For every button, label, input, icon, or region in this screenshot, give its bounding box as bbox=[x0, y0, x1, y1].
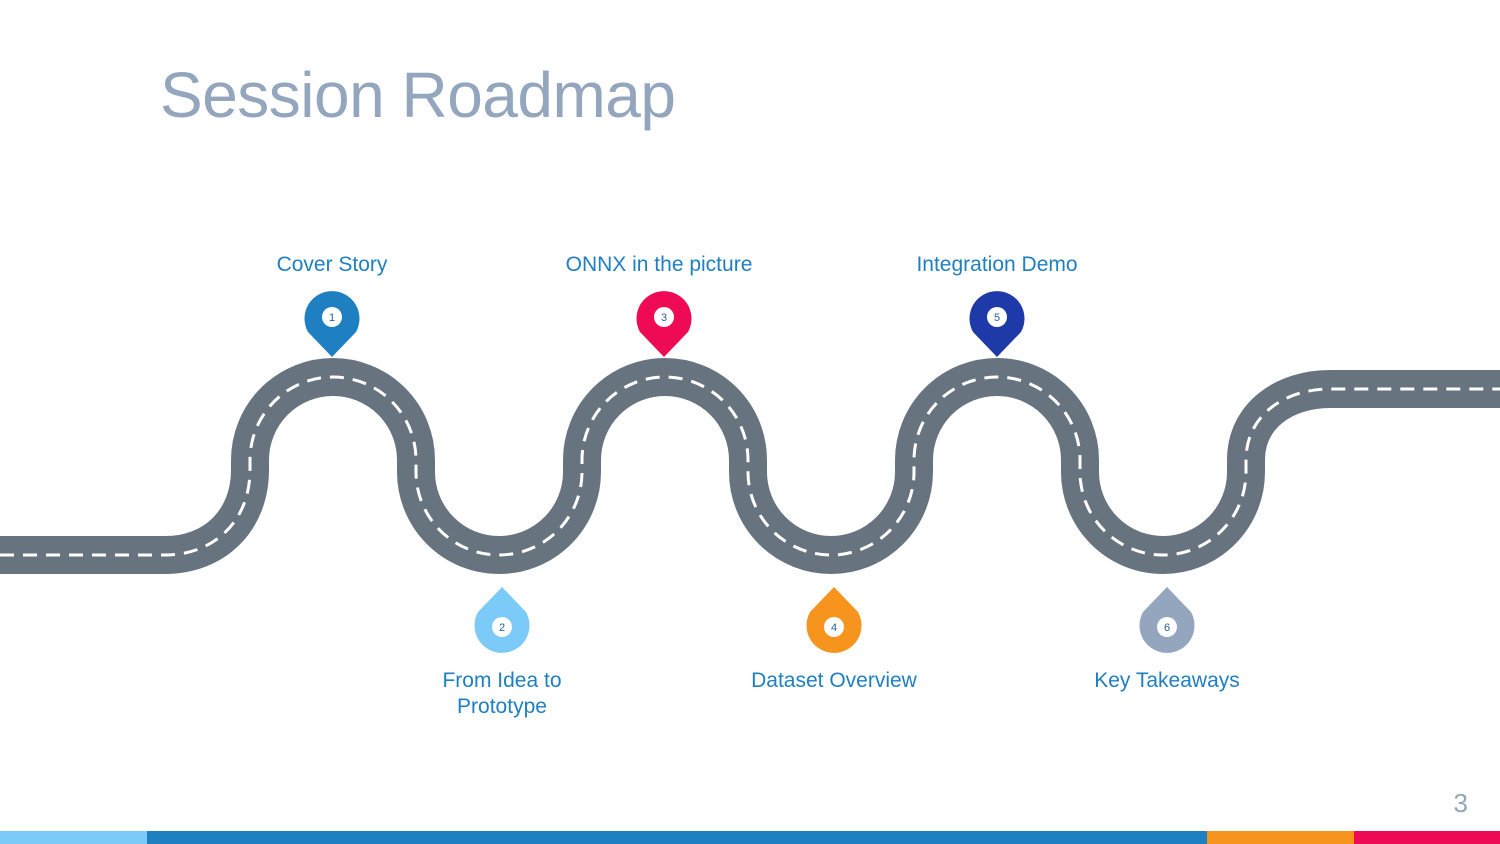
pin-number: 3 bbox=[661, 312, 667, 324]
pin-badge bbox=[322, 307, 342, 327]
pin-badge bbox=[654, 307, 674, 327]
pin-badge bbox=[492, 617, 512, 637]
milestone-label-4: Dataset Overview bbox=[751, 669, 917, 692]
pin-badge bbox=[987, 307, 1007, 327]
milestone-label-2: From Idea to Prototype bbox=[442, 669, 562, 718]
road bbox=[0, 358, 1500, 574]
footer-bar-segment bbox=[147, 831, 1207, 844]
page-title: Session Roadmap bbox=[160, 59, 676, 131]
milestone-pin-5: 5 bbox=[969, 291, 1025, 357]
footer-bar-segment bbox=[1207, 831, 1354, 844]
pin-number: 2 bbox=[499, 622, 505, 634]
milestone-label-5: Integration Demo bbox=[916, 253, 1078, 276]
footer-bar-segment bbox=[0, 831, 147, 844]
pin-badge bbox=[824, 617, 844, 637]
milestone-pin-4: 4 bbox=[806, 587, 862, 653]
pin-number: 4 bbox=[831, 622, 837, 634]
pin-badge bbox=[1157, 617, 1177, 637]
pin-number: 5 bbox=[994, 312, 1000, 324]
milestone-pin-1: 1 bbox=[304, 291, 360, 357]
pin-number: 6 bbox=[1164, 622, 1170, 634]
milestone-label-3: ONNX in the picture bbox=[565, 253, 753, 276]
footer-color-bar bbox=[0, 831, 1500, 844]
pin-number: 1 bbox=[329, 312, 335, 324]
milestone-pin-6: 6 bbox=[1139, 587, 1195, 653]
footer-bar-segment bbox=[1354, 831, 1500, 844]
milestone-label-6: Key Takeaways bbox=[1094, 669, 1240, 692]
milestone-label-1: Cover Story bbox=[276, 253, 388, 276]
milestone-pin-3: 3 bbox=[636, 291, 692, 357]
page-number: 3 bbox=[1453, 788, 1468, 818]
milestone-pin-2: 2 bbox=[474, 587, 530, 653]
